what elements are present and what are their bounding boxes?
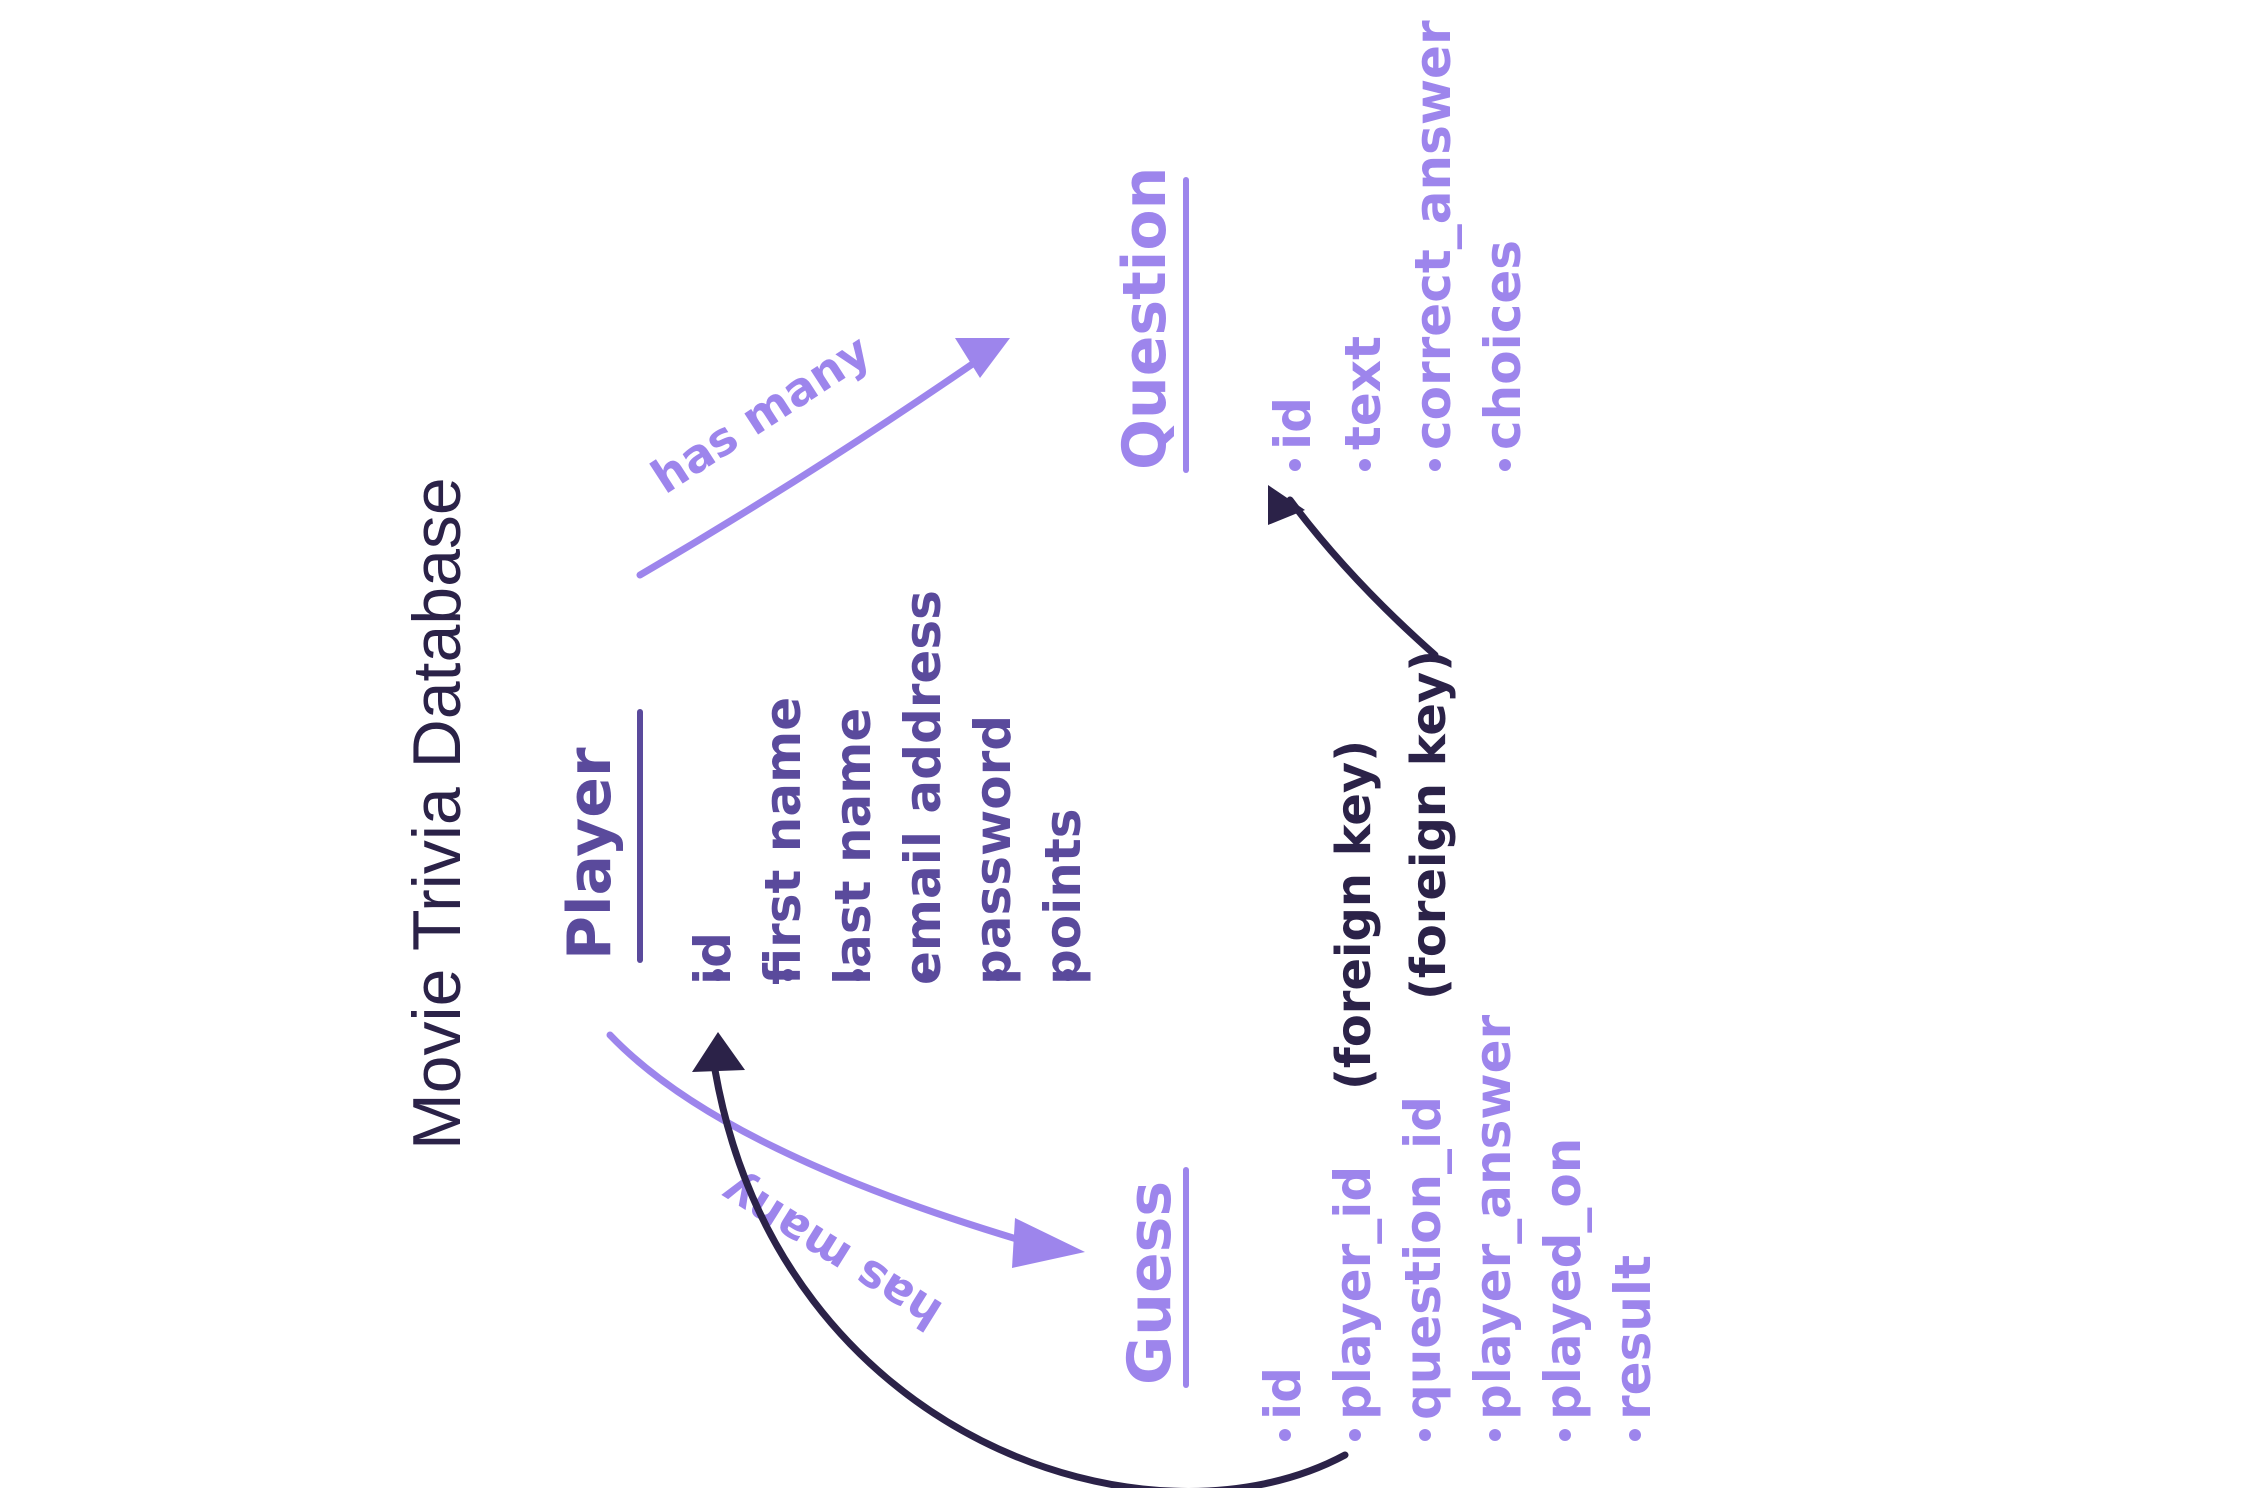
bullet (1559, 1429, 1571, 1441)
question-id-foreign-key-arrowhead (1268, 485, 1305, 525)
bullet (1289, 459, 1301, 471)
player-id-foreign-key-arrowhead (692, 1032, 745, 1072)
question-field-correct-answer: correct_answer (1404, 20, 1462, 450)
guess-field-result: result (1604, 1255, 1662, 1420)
bullet (922, 969, 934, 981)
guess-fields: id player_id question_id player_answer p… (1254, 1015, 1662, 1420)
guess-bullets (1279, 1429, 1641, 1441)
bullet (1419, 1429, 1431, 1441)
field-bullets (712, 969, 1074, 981)
guess-field-question-id: question_id (1394, 1096, 1452, 1420)
question-entity: Question id text correct_answer choices (1110, 20, 1532, 473)
question-id-foreign-key-arrow (1286, 496, 1439, 659)
question-field-choices: choices (1474, 240, 1532, 450)
bullet (1062, 969, 1074, 981)
question-field-text: text (1334, 336, 1392, 450)
page-title: Movie Trivia Database (399, 477, 475, 1150)
player-field-first-name: first name (754, 697, 812, 985)
player-field-password: password (964, 715, 1022, 985)
question-field-id: id (1264, 397, 1322, 450)
bullet (1429, 459, 1441, 471)
question-fields: id text correct_answer choices (1264, 20, 1532, 450)
guess-question-id-foreign-key-note: (foreign key) (1401, 650, 1457, 1000)
bullet (1279, 1429, 1291, 1441)
player-question-relationship-label: has many (642, 323, 880, 504)
player-entity-name: Player (555, 747, 625, 960)
guess-entity-name: Guess (1115, 1181, 1185, 1385)
bullet (1489, 1429, 1501, 1441)
bullet (782, 969, 794, 981)
bullet (1349, 1429, 1361, 1441)
bullet (852, 969, 864, 981)
foreign-key-question-id (1268, 485, 1439, 659)
player-field-points: points (1034, 808, 1092, 985)
player-id-foreign-key-arrow (711, 1066, 1349, 1488)
bullet (992, 969, 1004, 981)
question-bullets (1289, 459, 1511, 471)
player-to-guess-arrow (606, 1031, 1024, 1244)
relationship-player-guess: has many (606, 1031, 1085, 1341)
relationship-player-question: has many (636, 323, 1010, 579)
player-to-question-arrowhead (955, 338, 1010, 378)
bullet (712, 969, 724, 981)
player-field-last-name: last name (824, 708, 882, 985)
player-to-guess-arrowhead (1012, 1218, 1085, 1268)
foreign-key-player-id (692, 1032, 1349, 1488)
player-to-question-arrow (636, 341, 1004, 579)
bullet (1629, 1429, 1641, 1441)
guess-player-id-foreign-key-note: (foreign key) (1326, 740, 1382, 1090)
bullet (1499, 459, 1511, 471)
guess-field-player-id: player_id (1324, 1166, 1382, 1420)
guess-field-id: id (1254, 1367, 1312, 1420)
player-field-email-address: email address (894, 590, 952, 985)
question-entity-name: Question (1110, 167, 1180, 470)
guess-field-played-on: played_on (1534, 1138, 1592, 1420)
guess-field-player-answer: player_answer (1464, 1015, 1522, 1420)
player-entity: Player id first name last name email add… (555, 590, 1092, 985)
bullet (1359, 459, 1371, 471)
guess-entity: Guess id player_id question_id player_an… (1115, 650, 1662, 1420)
player-fields: id first name last name email address pa… (684, 590, 1092, 985)
